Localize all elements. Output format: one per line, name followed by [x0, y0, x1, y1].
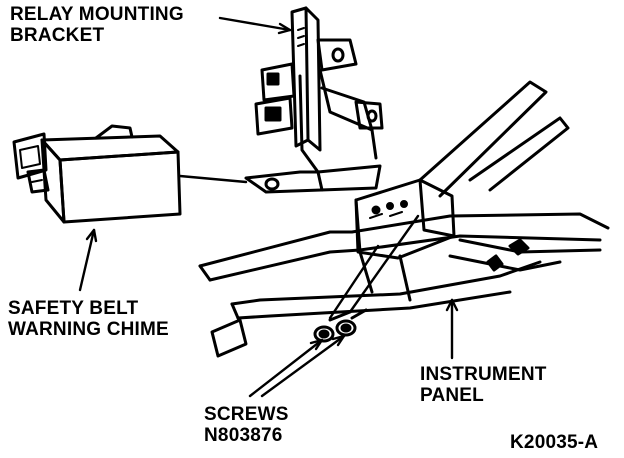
- relay-mounting-bracket: [244, 6, 384, 194]
- screws-label: SCREWS N803876: [204, 404, 289, 446]
- screws-label-line2: N803876: [204, 425, 283, 446]
- instrument-panel-label-line2: PANEL: [420, 385, 484, 406]
- assembly-lines: [178, 174, 420, 320]
- instrument-panel-label-line1: INSTRUMENT: [420, 364, 547, 385]
- leader-lines: [78, 16, 459, 398]
- relay-bracket-label-line2: BRACKET: [10, 25, 105, 46]
- safety-belt-warning-chime: [12, 124, 182, 224]
- chime-label-line1: SAFETY BELT: [8, 298, 139, 319]
- relay-bracket-label-line1: RELAY MOUNTING: [10, 4, 184, 25]
- figure-id: K20035-A: [510, 432, 598, 453]
- figure-id-text: K20035-A: [510, 432, 599, 453]
- screws-label-line1: SCREWS: [204, 404, 289, 425]
- instrument-panel: [198, 80, 610, 358]
- screws: [313, 308, 368, 343]
- relay-bracket-label: RELAY MOUNTING BRACKET: [10, 4, 184, 46]
- instrument-panel-label: INSTRUMENT PANEL: [420, 364, 547, 406]
- chime-label-line2: WARNING CHIME: [8, 319, 169, 340]
- chime-label: SAFETY BELT WARNING CHIME: [8, 298, 169, 340]
